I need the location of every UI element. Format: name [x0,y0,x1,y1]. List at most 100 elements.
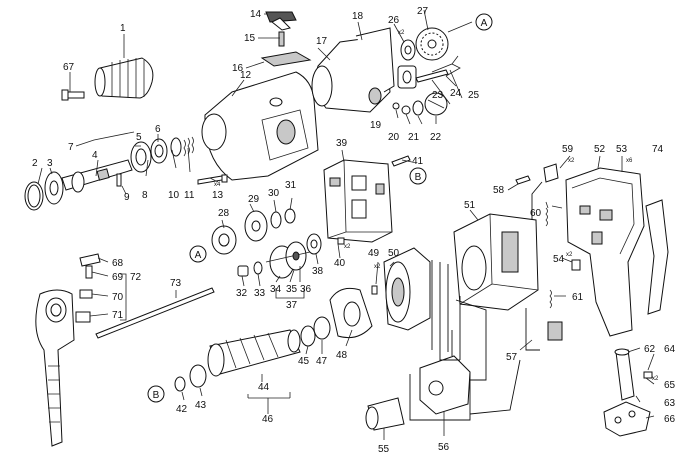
screw-13-drawing [197,174,228,185]
gearbox-frame-drawing [323,159,393,243]
label-25: 25 [468,90,480,101]
label-9: 9 [124,192,130,203]
label-66: 66 [664,414,676,425]
label-12: 12 [240,70,252,81]
side-handle-drawing [35,289,75,447]
label-61: 61 [572,292,584,303]
label-39: 39 [336,138,348,149]
label-3: 3 [47,158,53,169]
label-56: 56 [438,442,450,453]
label-22: 22 [430,132,442,143]
label-45: 45 [298,356,310,367]
lever-23-drawing [397,65,449,89]
handle-housing-drawing [565,167,645,337]
spring-61-drawing [549,289,552,309]
gear-27-drawing [415,27,449,61]
shift-knob-drawing [424,92,448,116]
brush-holder-54-drawing [571,259,581,271]
depth-rod-drawing [95,287,215,339]
switch-knob-drawing [265,11,297,31]
label-6: 6 [155,124,161,135]
qty-13: x4 [214,182,221,188]
qty-53: x6 [626,158,633,164]
spindle-drawing [61,159,133,193]
armature-drawing [207,329,301,377]
label-23: 23 [432,90,444,101]
washer-42-drawing [174,376,186,392]
label-51: 51 [464,200,476,211]
clamp-screw-69-drawing [85,265,93,279]
clamp-71-drawing [75,311,91,323]
label-53: 53 [616,144,628,155]
qty-54: x2 [566,252,573,258]
label-44: 44 [258,382,270,393]
bearing-47-drawing [313,316,331,340]
label-62: 62 [644,344,656,355]
qty-40: x2 [344,244,351,250]
chuck-screw-drawing [61,89,85,101]
slide-16-drawing [260,51,312,67]
gear-housing-drawing [201,71,319,181]
gear-29-drawing [244,210,268,242]
label-16: 16 [232,63,244,74]
suppressor-57-drawing [525,308,563,351]
label-48: 48 [336,350,348,361]
label-34: 34 [270,284,282,295]
qty-49: x2 [374,264,381,270]
label-40: 40 [334,258,346,269]
label-20: 20 [388,132,400,143]
label-26: 26 [388,15,400,26]
label-58: 58 [493,185,505,196]
svg-text:B: B [415,172,422,183]
label-32: 32 [236,288,248,299]
switch-56-drawing [409,296,471,421]
wiring-harness-drawing [431,181,543,415]
label-8: 8 [142,190,148,201]
label-71: 71 [112,310,124,321]
pin-40-drawing [337,237,345,245]
label-69: 69 [112,272,124,283]
clamp-59-drawing [543,163,559,183]
spring-11-drawing [183,136,194,157]
label-60: 60 [530,208,542,219]
label-13: 13 [212,190,224,201]
label-43: 43 [195,400,207,411]
label-57: 57 [506,352,518,363]
label-11: 11 [184,190,195,201]
label-74: 74 [652,144,664,155]
screw-41-drawing [391,155,411,167]
washer-30-drawing [270,211,282,229]
callout-a-top: A [475,13,493,31]
label-31: 31 [285,180,297,191]
label-46: 46 [262,414,274,425]
label-54: 54 [553,254,565,265]
label-4: 4 [92,150,98,161]
label-68: 68 [112,258,124,269]
label-15: 15 [244,33,256,44]
label-52: 52 [594,144,606,155]
cord-clamp-drawing [603,401,651,437]
spring-60-drawing [545,207,548,227]
qty-26: x2 [398,30,405,36]
label-2: 2 [32,158,38,169]
label-35: 35 [286,284,298,295]
bearing-8-drawing [130,141,152,173]
pin-drawing [116,173,122,187]
part-number-labels: 1 67 2 3 4 7 5 6 9 8 10 11 13 x4 12 14 1… [32,6,676,455]
callout-a-left: A [189,245,207,263]
pinion-28-drawing [211,225,237,255]
label-49: 49 [368,248,380,259]
gear-cluster-drawing [265,241,311,279]
label-50: 50 [388,248,400,259]
label-14: 14 [250,9,262,20]
label-24: 24 [450,88,462,99]
cord-guard-drawing [614,348,653,401]
svg-text:A: A [481,18,488,29]
label-70: 70 [112,292,124,303]
label-73: 73 [170,278,182,289]
pin-49-drawing [371,285,378,295]
baffle-48-drawing [329,287,373,339]
label-72: 72 [130,272,142,283]
label-63: 63 [664,398,676,409]
